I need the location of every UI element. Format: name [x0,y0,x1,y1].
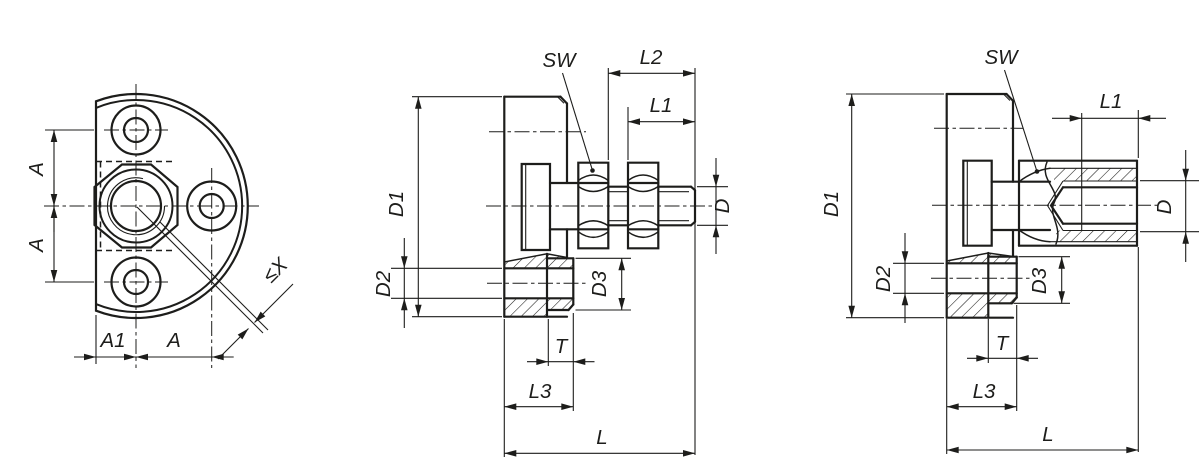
dimension-a1-a-horizontal: A1 A [74,315,234,364]
hex-outline [93,163,179,249]
dim-label-t: T [555,335,569,358]
side-view-socket: D1 SW L1 D D2 [820,46,1199,454]
dim-label-l3: L3 [973,380,996,403]
dim-label-d2: D2 [372,270,395,297]
dimension-l3: L3 [503,319,574,457]
dim-label-a1: A1 [98,329,125,352]
hex-nut-1 [577,161,610,250]
dim-label-l: L [1042,423,1053,446]
hatch-body-bottom [1056,230,1137,242]
hex-socket-body [1017,159,1139,247]
hatch-bottom [504,298,574,317]
dim-label-d1: D1 [820,191,843,217]
hatch-top [946,253,1017,264]
slot-block [520,162,552,252]
slot-block [962,159,993,247]
dim-label-sw: SW [542,49,577,72]
thread-arc [106,177,166,236]
dim-label-l3: L3 [529,380,552,403]
dimension-l1: L1 [627,94,695,160]
dimension-l: L [946,247,1139,454]
dim-label-d: D [711,198,734,213]
front-view: A A A1 A ≤X [25,84,294,368]
dim-label-d3: D3 [588,270,611,297]
dim-label-l: L [596,426,607,449]
dimension-d2: D2 [372,238,502,328]
dimension-d2: D2 [872,233,944,323]
boss-chamfer [567,303,575,312]
dim-label-chamfer-x: ≤X [258,253,293,288]
callout-sw: SW [984,46,1040,174]
dim-label-l1: L1 [1100,90,1123,113]
dimension-a-vertical: A A [25,129,94,283]
flange-chamfer [1005,92,1015,102]
dimension-d1: D1 [820,93,944,319]
dimension-t: T [527,313,595,411]
dim-label-d: D [1153,199,1176,214]
dimension-l3: L3 [946,319,1017,454]
flange-chamfer-inner [1003,93,1011,101]
dimension-l1: L1 [1052,90,1166,231]
dim-label-t: T [996,332,1010,355]
hex-nut-2 [626,161,660,250]
dim-label-a-bottom: A [25,238,48,254]
dimension-d1: D1 [385,96,502,318]
hatch-body-top [1054,168,1137,181]
dimension-t: T [967,305,1038,411]
boss-chamfer [1010,296,1018,305]
dim-label-l2: L2 [640,46,663,69]
dimension-d: D [1140,150,1199,262]
dimension-d3: D3 [1013,256,1070,304]
dim-label-d1: D1 [385,191,408,217]
dim-label-l1: L1 [650,94,673,117]
broken-section-line [1044,161,1059,245]
dimension-l: L [504,426,695,457]
dimension-d: D [697,158,734,254]
dim-label-sw: SW [984,46,1019,69]
hatch-bottom [946,293,1017,318]
dimension-d3: D3 [575,257,631,311]
dim-label-a-right: A [165,329,181,352]
dimension-l2: L2 [607,46,696,455]
callout-sw: SW [542,49,595,173]
side-view-stud: D1 D2 D3 SW L2 [372,46,734,457]
dim-label-d2: D2 [872,265,895,292]
flange-chamfer [559,95,569,105]
dim-label-d3: D3 [1028,267,1051,294]
flange-outline [94,92,249,320]
flange-chamfer-inner [557,96,565,104]
dim-label-a-top: A [25,162,48,178]
